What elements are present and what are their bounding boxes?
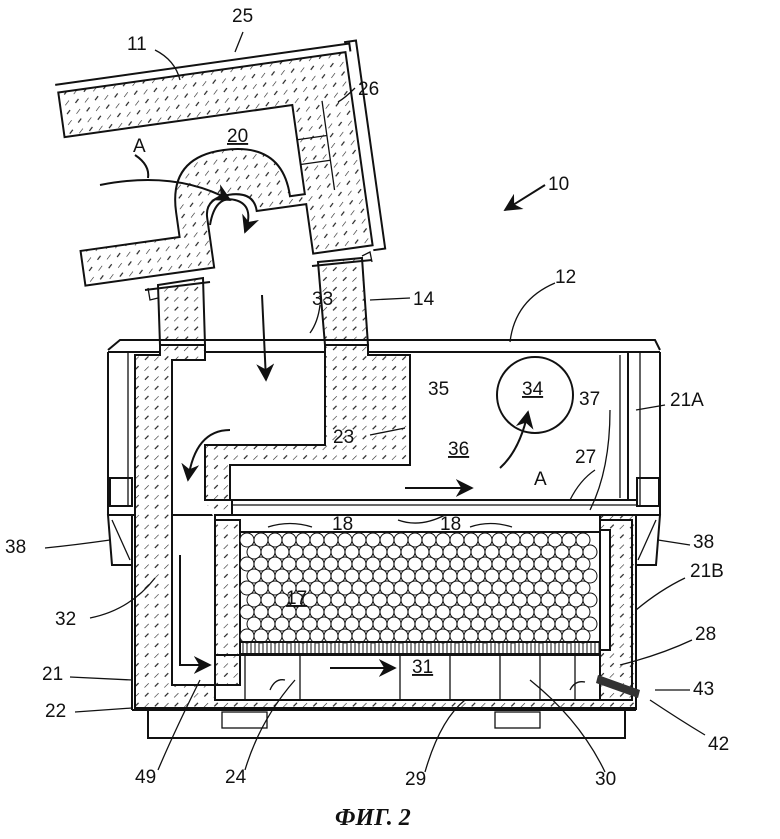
- label-49: 49: [135, 767, 156, 788]
- pellet: [351, 628, 367, 644]
- pellet: [575, 628, 591, 644]
- pellet: [393, 628, 409, 644]
- flow-arrow-inlet: [99, 179, 232, 201]
- pellet: [337, 628, 353, 644]
- pellet: [421, 628, 437, 644]
- pellet: [407, 628, 423, 644]
- label-17: 17: [286, 588, 307, 609]
- label-33: 33: [312, 289, 333, 310]
- flow-arrow-duct: [256, 294, 275, 382]
- inlet-hood: [55, 39, 387, 287]
- label-30: 30: [595, 769, 616, 790]
- pellet: [575, 604, 591, 620]
- label-37: 37: [579, 389, 600, 410]
- pellet: [505, 628, 521, 644]
- pellet: [477, 628, 493, 644]
- label-31: 31: [412, 657, 433, 678]
- outlet-port: [496, 356, 574, 434]
- pellet: [239, 628, 255, 644]
- label-12: 12: [555, 267, 576, 288]
- label-38-left: 38: [5, 537, 26, 558]
- label-42: 42: [708, 734, 729, 755]
- pellet: [365, 628, 381, 644]
- label-11: 11: [127, 34, 147, 55]
- label-43: 43: [693, 679, 714, 700]
- callout-labels: 11 25 26 A 20 10 12 14 33 35 34 37 21A 2…: [5, 6, 729, 790]
- label-38-right: 38: [693, 532, 714, 553]
- pellet: [533, 628, 549, 644]
- pellet: [519, 628, 535, 644]
- label-21A: 21A: [670, 390, 704, 411]
- pellet: [491, 628, 507, 644]
- pellet: [582, 592, 598, 608]
- arrow-a-leader: [134, 154, 150, 179]
- grate-bars: [242, 643, 600, 653]
- pellet: [281, 628, 297, 644]
- pellet: [323, 628, 339, 644]
- pellet: [575, 556, 591, 572]
- label-arrow-a-bottom: A: [534, 469, 547, 490]
- surface-curve: [397, 514, 446, 524]
- pellet: [267, 628, 283, 644]
- pellet: [295, 628, 311, 644]
- duct-neck: [144, 251, 373, 346]
- pellet: [435, 628, 451, 644]
- pellet-bed: [239, 531, 601, 655]
- dip-18-right: [469, 522, 513, 528]
- leader-lines: [44, 31, 706, 773]
- internal-walls: [134, 344, 637, 709]
- label-18-left: 18: [332, 514, 353, 535]
- label-36: 36: [448, 439, 469, 460]
- pellet: [561, 628, 577, 644]
- pellet: [582, 544, 598, 560]
- pellet: [309, 628, 325, 644]
- figure-caption: ФИГ. 2: [335, 805, 411, 831]
- label-21B: 21B: [690, 561, 724, 582]
- label-26: 26: [358, 79, 379, 100]
- label-32: 32: [55, 609, 76, 630]
- label-10: 10: [548, 174, 569, 195]
- pellet: [582, 616, 598, 632]
- pellet: [449, 628, 465, 644]
- flow-arrow-channel: [179, 555, 212, 674]
- label-28: 28: [695, 624, 716, 645]
- pellet: [463, 628, 479, 644]
- label-21: 21: [42, 664, 63, 685]
- label-arrow-a-top: A: [133, 136, 146, 157]
- label-18-right: 18: [440, 514, 461, 535]
- pellet: [253, 628, 269, 644]
- pellet: [379, 628, 395, 644]
- label-25: 25: [232, 6, 253, 27]
- label-22: 22: [45, 701, 66, 722]
- pellet: [575, 580, 591, 596]
- label-35: 35: [428, 379, 449, 400]
- pellet: [575, 532, 591, 548]
- pellet: [547, 628, 563, 644]
- label-23: 23: [333, 427, 354, 448]
- lower-chamber: [214, 654, 600, 700]
- arrow-10-pointer: [503, 184, 546, 211]
- label-20: 20: [227, 126, 248, 147]
- label-34: 34: [522, 379, 544, 400]
- pellet: [582, 568, 598, 584]
- label-27: 27: [575, 447, 596, 468]
- flow-arrow-down-left: [181, 429, 231, 482]
- pellet-grid: [239, 532, 598, 644]
- flow-arrow-turn: [209, 198, 260, 234]
- label-14: 14: [413, 289, 435, 310]
- heater-element: [596, 675, 640, 698]
- label-24: 24: [225, 767, 247, 788]
- flow-arrow-outlet: [499, 410, 534, 469]
- label-29: 29: [405, 769, 426, 790]
- dip-18-left: [267, 522, 313, 528]
